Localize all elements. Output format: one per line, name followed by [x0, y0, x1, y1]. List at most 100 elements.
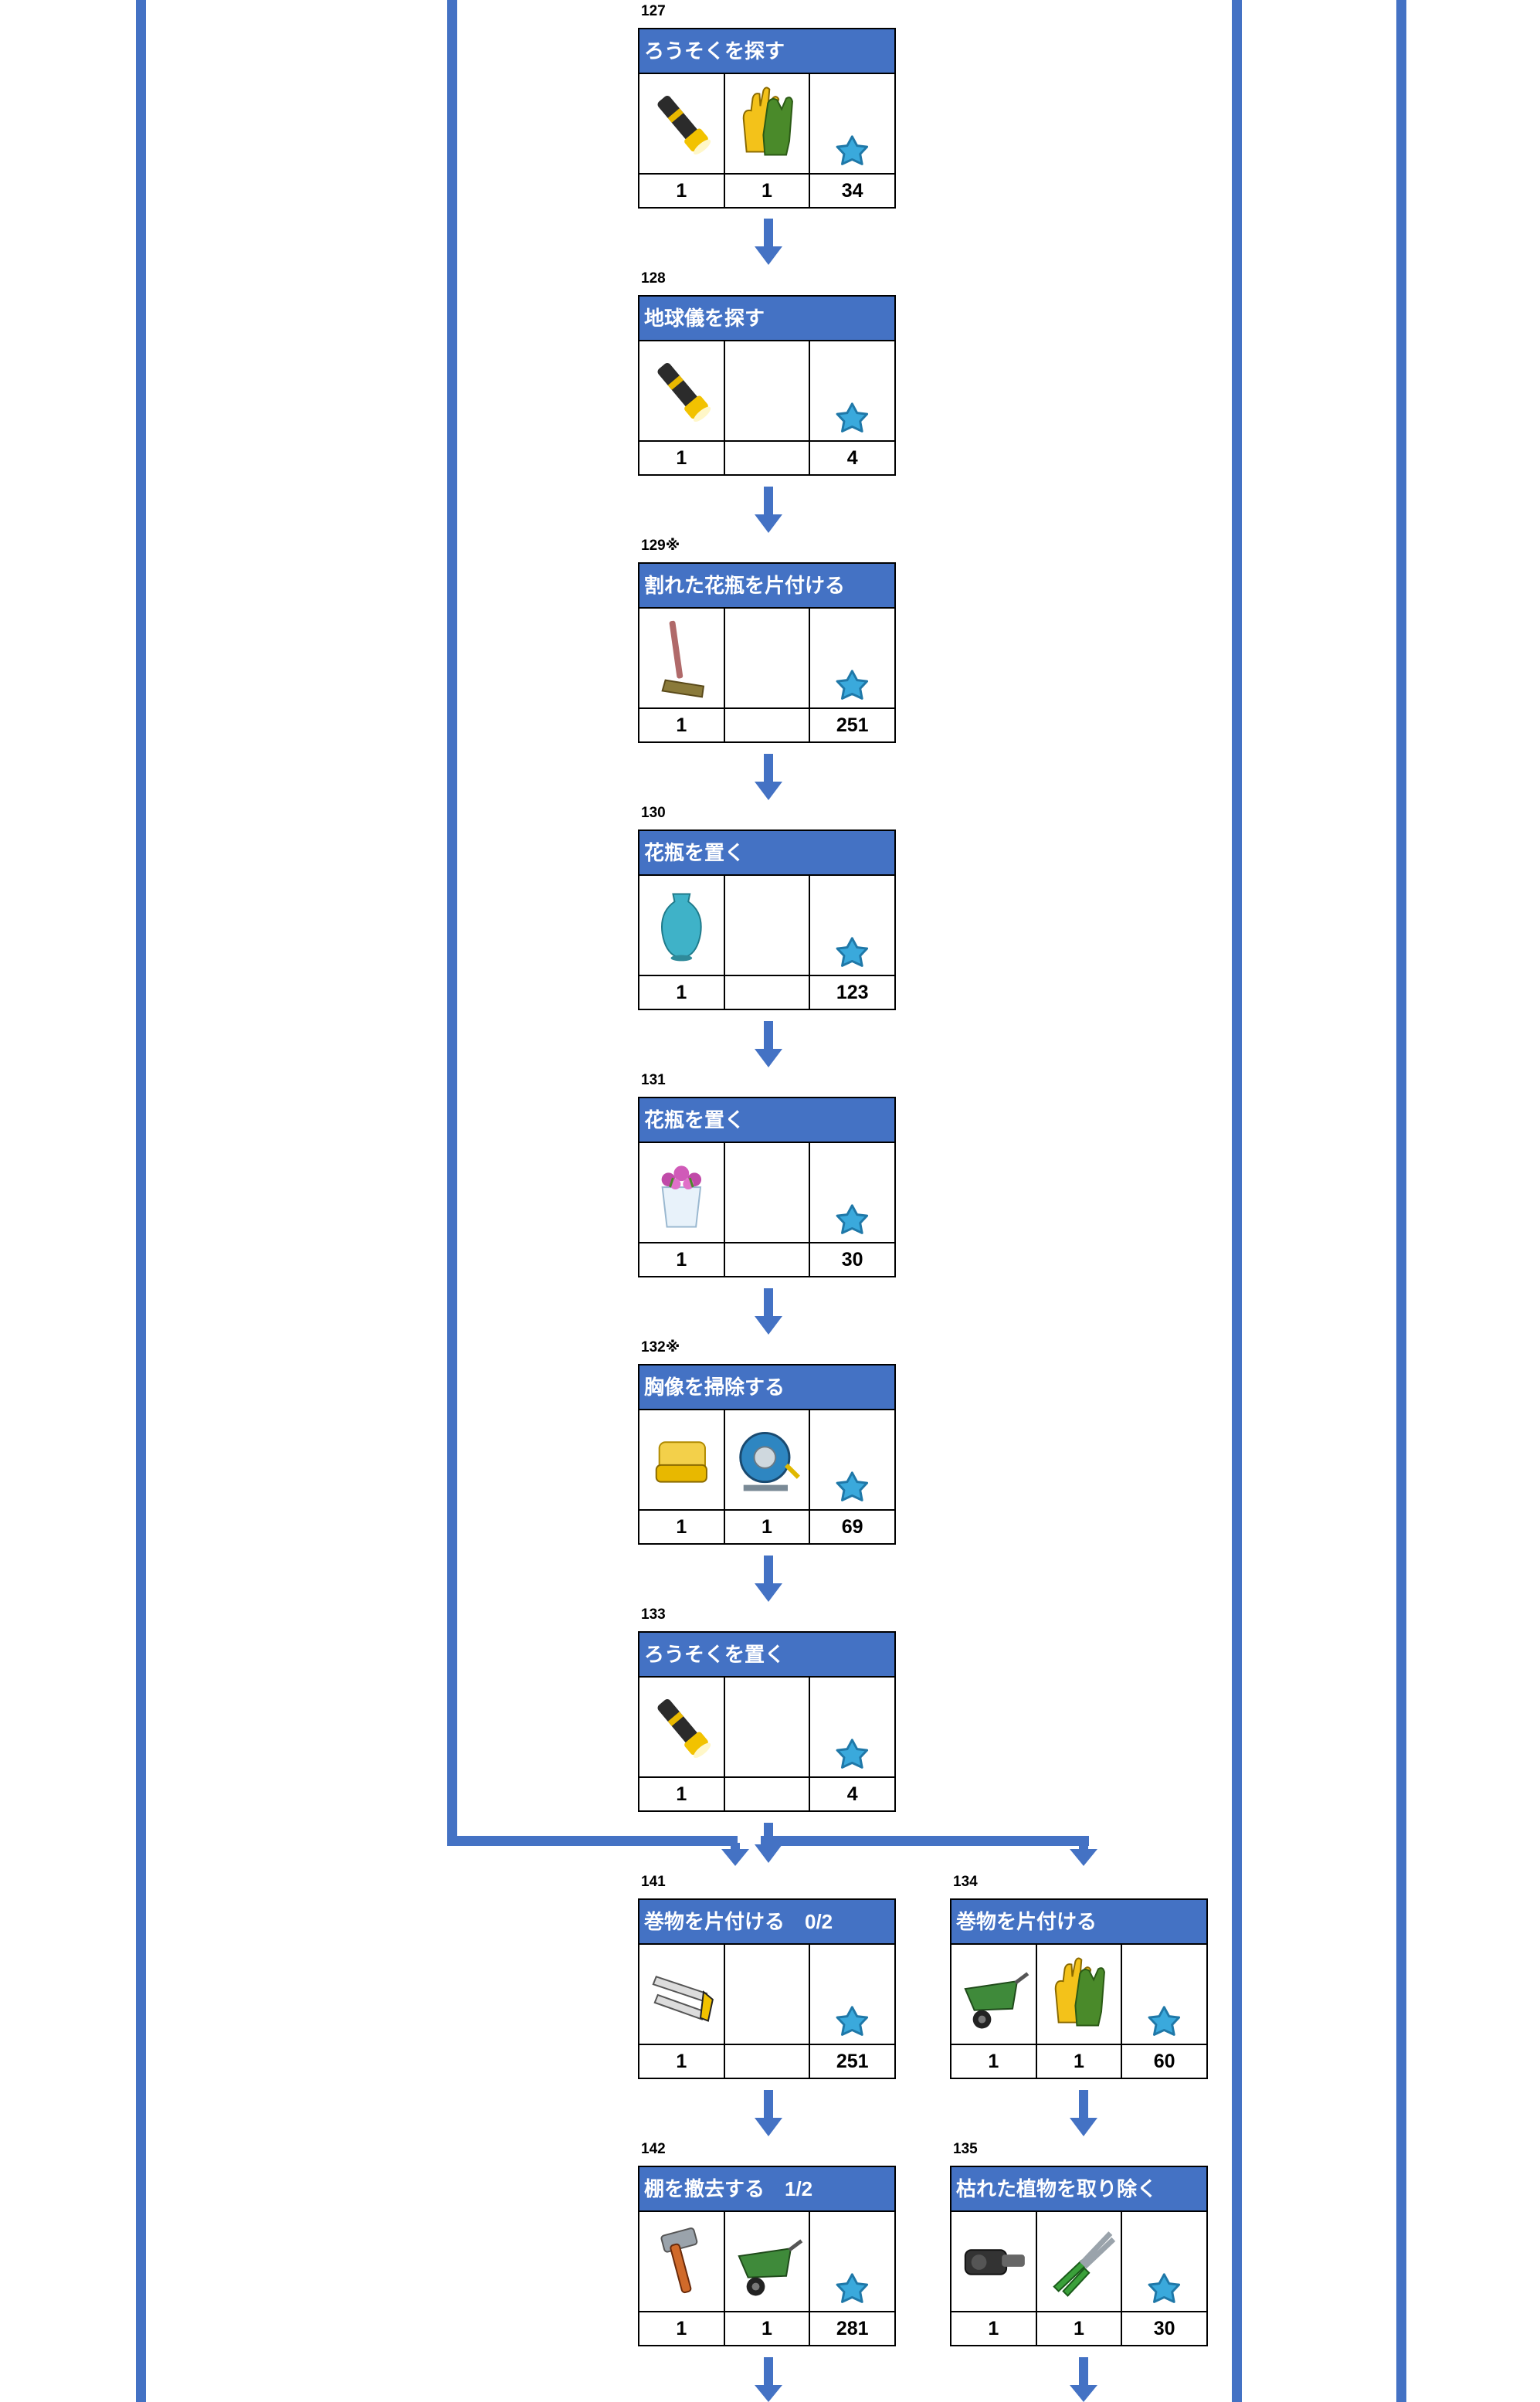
star-icon	[810, 609, 894, 707]
task-title: 胸像を掃除する	[639, 1366, 894, 1410]
flow-arrow	[721, 1843, 749, 1866]
star-icon	[810, 1678, 894, 1776]
item-count: 1	[988, 2051, 999, 2072]
reward-slot	[809, 1143, 894, 1242]
item-slot-1	[639, 609, 724, 707]
item-count: 1	[676, 714, 687, 736]
item-slot-2	[723, 1945, 809, 2044]
item-slot-1	[639, 2212, 724, 2311]
item-count: 1	[676, 1249, 687, 1271]
hacksaw-icon	[639, 1945, 724, 2044]
step-number: 141	[641, 1874, 666, 1890]
hammer-icon	[639, 2212, 724, 2311]
hedge-shears-icon	[1037, 2212, 1121, 2311]
item-count: 1	[676, 2318, 687, 2339]
flashlight-icon	[639, 1678, 724, 1776]
item-count: 1	[676, 447, 687, 469]
flow-arrow	[1070, 2090, 1097, 2136]
item-count	[723, 1243, 809, 1276]
step-number: 127	[641, 3, 666, 19]
flow-arrow	[755, 2090, 782, 2136]
broom-icon	[639, 609, 724, 707]
task-box: 地球儀を探す 1 4	[638, 295, 896, 476]
reward-count: 251	[809, 2045, 894, 2078]
item-slot-2	[723, 1678, 809, 1776]
step-number: 128	[641, 270, 666, 287]
gloves-icon	[1037, 1945, 1121, 2044]
item-count: 1	[1035, 2045, 1121, 2078]
step-number: 132※	[641, 1339, 680, 1355]
reward-slot	[809, 609, 894, 707]
step-number: 130	[641, 805, 666, 821]
item-count	[723, 442, 809, 474]
reward-count: 69	[809, 1511, 894, 1543]
item-count: 1	[676, 1783, 687, 1805]
item-slot-2	[1035, 2212, 1121, 2311]
star-icon	[810, 1143, 894, 1242]
chainsaw-icon	[951, 2212, 1036, 2311]
item-count: 1	[723, 175, 809, 207]
star-icon	[1122, 2212, 1206, 2311]
step-number: 133	[641, 1606, 666, 1623]
flow-line-far-right	[1396, 0, 1406, 2402]
item-count: 1	[723, 2312, 809, 2345]
flower-vase-icon	[639, 1143, 724, 1242]
item-count: 1	[676, 982, 687, 1003]
reward-slot	[809, 74, 894, 173]
reward-slot	[1121, 1945, 1206, 2044]
flow-arrow	[755, 754, 782, 800]
star-icon	[810, 2212, 894, 2311]
item-slot-1	[639, 1410, 724, 1509]
sponge-icon	[639, 1410, 724, 1509]
task-title: 花瓶を置く	[639, 1098, 894, 1143]
flashlight-icon	[639, 341, 724, 440]
task-title: 地球儀を探す	[639, 297, 894, 341]
flow-arrow	[755, 219, 782, 265]
flow-line-merge	[447, 1836, 738, 1846]
flow-line-inner	[447, 0, 457, 1846]
item-count: 1	[676, 1516, 687, 1538]
item-slot-1	[951, 2212, 1036, 2311]
item-count	[723, 976, 809, 1009]
gloves-icon	[725, 74, 809, 173]
item-count: 1	[676, 180, 687, 202]
item-slot-2	[1035, 1945, 1121, 2044]
step-number: 142	[641, 2141, 666, 2157]
item-slot-2	[723, 609, 809, 707]
item-count	[723, 709, 809, 741]
flow-arrow	[755, 487, 782, 533]
reward-count: 4	[809, 442, 894, 474]
flow-arrow	[755, 1556, 782, 1602]
reward-slot	[809, 2212, 894, 2311]
step-number: 134	[953, 1874, 978, 1890]
wheelbarrow-icon	[951, 1945, 1036, 2044]
flow-line-branch	[761, 1836, 1089, 1846]
item-count: 1	[988, 2318, 999, 2339]
star-icon	[810, 1945, 894, 2044]
item-count	[723, 1778, 809, 1810]
reward-slot	[809, 341, 894, 440]
star-icon	[1122, 1945, 1206, 2044]
item-count: 1	[1035, 2312, 1121, 2345]
task-title: ろうそくを探す	[639, 29, 894, 74]
reward-count: 60	[1121, 2045, 1206, 2078]
reward-count: 30	[1121, 2312, 1206, 2345]
star-icon	[810, 74, 894, 173]
item-slot-2	[723, 876, 809, 975]
task-title: 花瓶を置く	[639, 831, 894, 876]
reward-slot	[1121, 2212, 1206, 2311]
flow-arrow	[755, 1823, 782, 1863]
reward-slot	[809, 1410, 894, 1509]
item-slot-1	[639, 1143, 724, 1242]
wheelbarrow-icon	[725, 2212, 809, 2311]
step-number: 129※	[641, 538, 680, 554]
